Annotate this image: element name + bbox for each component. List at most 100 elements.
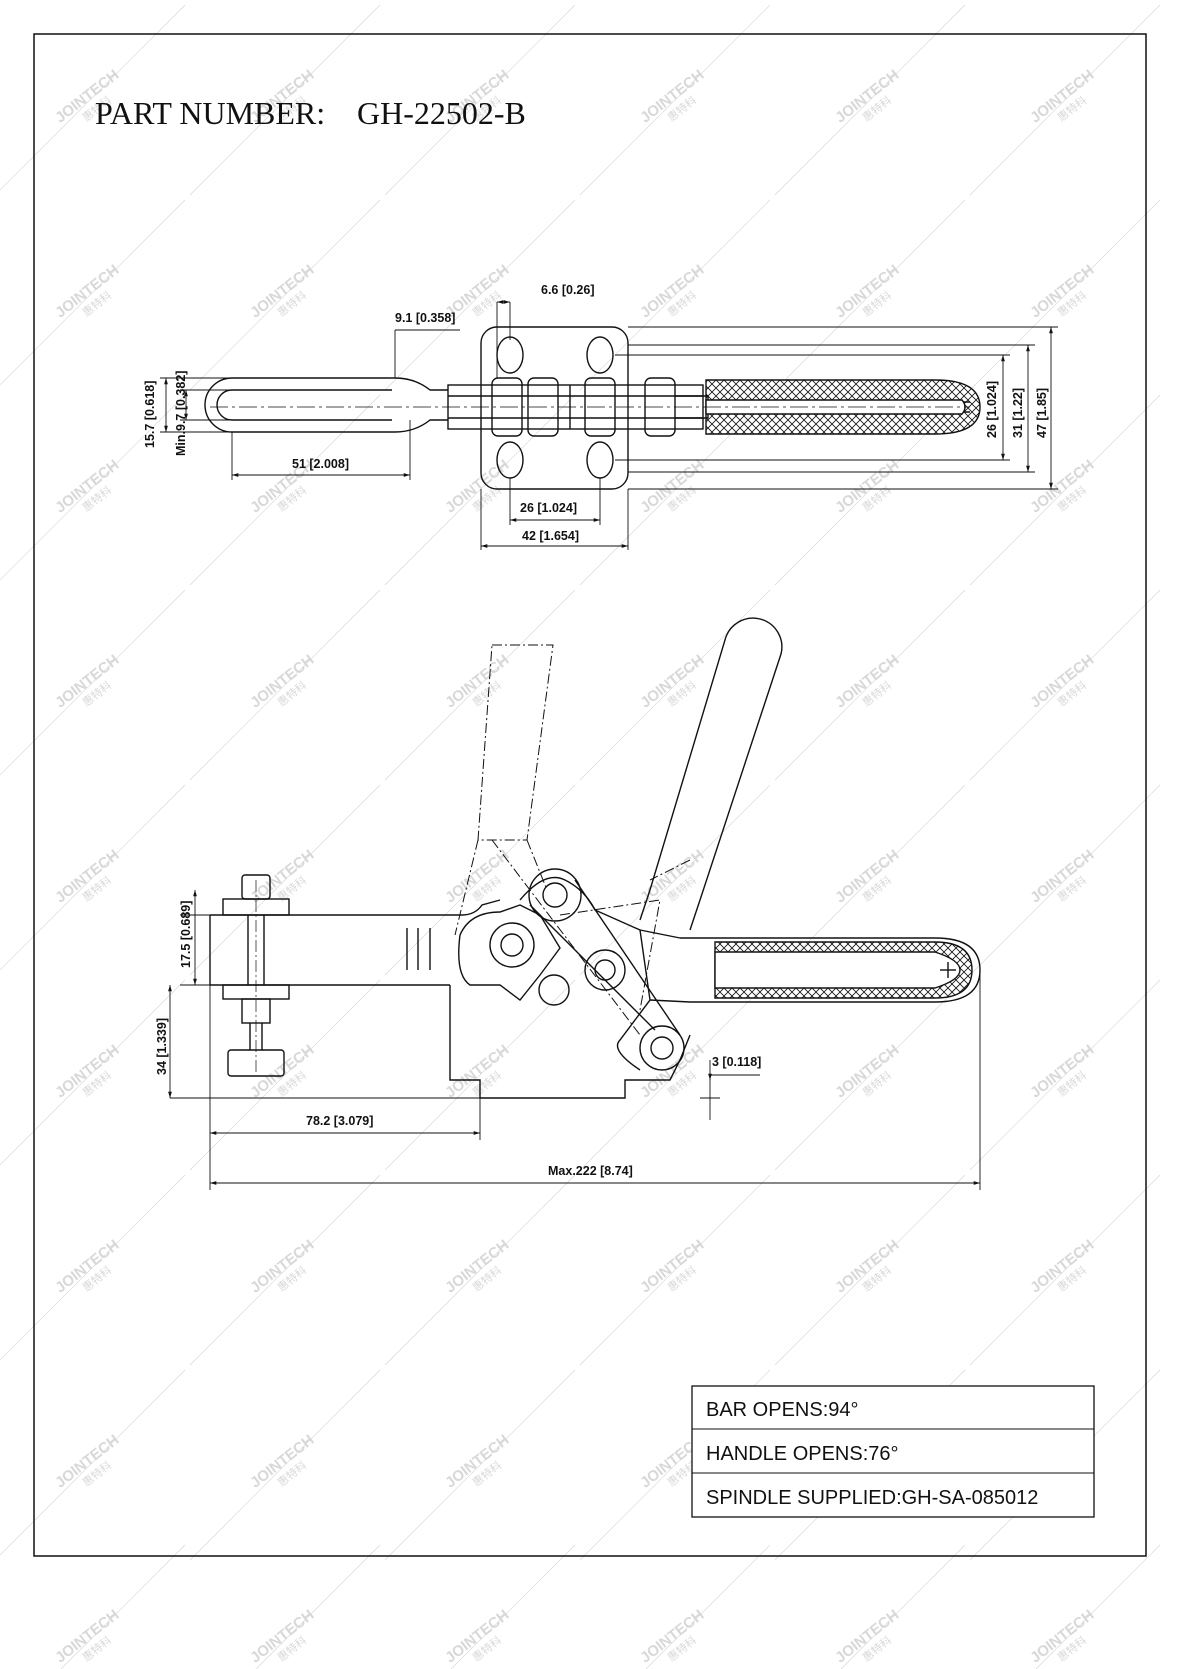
watermark-line [969,1174,1161,1366]
watermark-line [0,784,186,971]
part-number-value: GH-22502-B [357,95,526,131]
watermark-line [384,784,576,976]
top-view-base-plate [480,326,629,490]
watermark-line [579,4,771,196]
side-view-dimension-lines [168,890,981,1190]
side-view-dimension-labels: 17.5 [0.689] 34 [1.339] 3 [0.118] 78.2 [… [155,901,761,1178]
watermark-line [60,1544,186,1669]
watermark-line [189,1369,381,1561]
dim-9-1: 9.1 [0.358] [395,311,455,325]
spec-table: BAR OPENS:94° HANDLE OPENS:76° SPINDLE S… [691,1385,1095,1518]
watermark-line [189,1174,381,1366]
watermark-line [579,979,771,1171]
watermark-line [384,589,576,781]
watermark-line [189,4,381,196]
watermark-line [255,1544,381,1669]
dim-6-6: 6.6 [0.26] [541,283,595,297]
dim-26-base: 26 [1.024] [520,501,577,515]
watermark-line [189,979,381,1171]
watermark-line [774,1174,966,1366]
watermark-line [384,199,576,391]
drawing-border [33,33,1147,1557]
watermark-line [645,1544,771,1669]
watermark-line [1035,1544,1161,1669]
watermark-line [969,589,1161,781]
watermark-line [384,394,576,586]
watermark-line [969,4,1161,196]
watermark-line [969,394,1161,586]
watermark-line [0,589,186,776]
watermark-line [384,4,576,196]
watermark-line [0,1369,186,1556]
side-view-raised-handle [649,617,783,901]
dim-3: 3 [0.118] [712,1055,761,1069]
dim-15-7: 15.7 [0.618] [143,381,157,448]
watermark-line [384,1174,576,1366]
watermark-line [774,4,966,196]
top-view-dimension-lines [160,300,1058,550]
dim-34: 34 [1.339] [155,1018,169,1075]
part-number-label: PART NUMBER: [95,95,325,131]
watermark-line [189,394,381,586]
watermark-line [450,1544,576,1669]
dim-47: 47 [1.85] [1035,388,1049,438]
side-view-base-body [449,985,691,1099]
side-view-spindle [222,874,290,1077]
watermark-line [0,394,186,581]
watermark-line [840,1544,966,1669]
watermark-line [774,589,966,781]
dim-max-222: Max.222 [8.74] [548,1164,633,1178]
watermark-line [0,4,186,191]
watermark-line [189,784,381,976]
dim-42: 42 [1.654] [522,529,579,543]
spec-handle-opens: HANDLE OPENS:76° [706,1443,899,1465]
dim-26-right: 26 [1.024] [985,381,999,438]
side-view [209,617,981,1099]
watermark-line [969,784,1161,976]
dim-min-9-7: Min.9.7 [0.382] [174,371,188,456]
watermark-line [969,979,1161,1171]
dim-17-5: 17.5 [0.689] [179,901,193,968]
watermark-line [579,784,771,976]
spec-spindle-supplied: SPINDLE SUPPLIED:GH-SA-085012 [706,1487,1038,1509]
dim-31: 31 [1.22] [1011,388,1025,438]
watermark-line [579,589,771,781]
watermark-line [774,979,966,1171]
